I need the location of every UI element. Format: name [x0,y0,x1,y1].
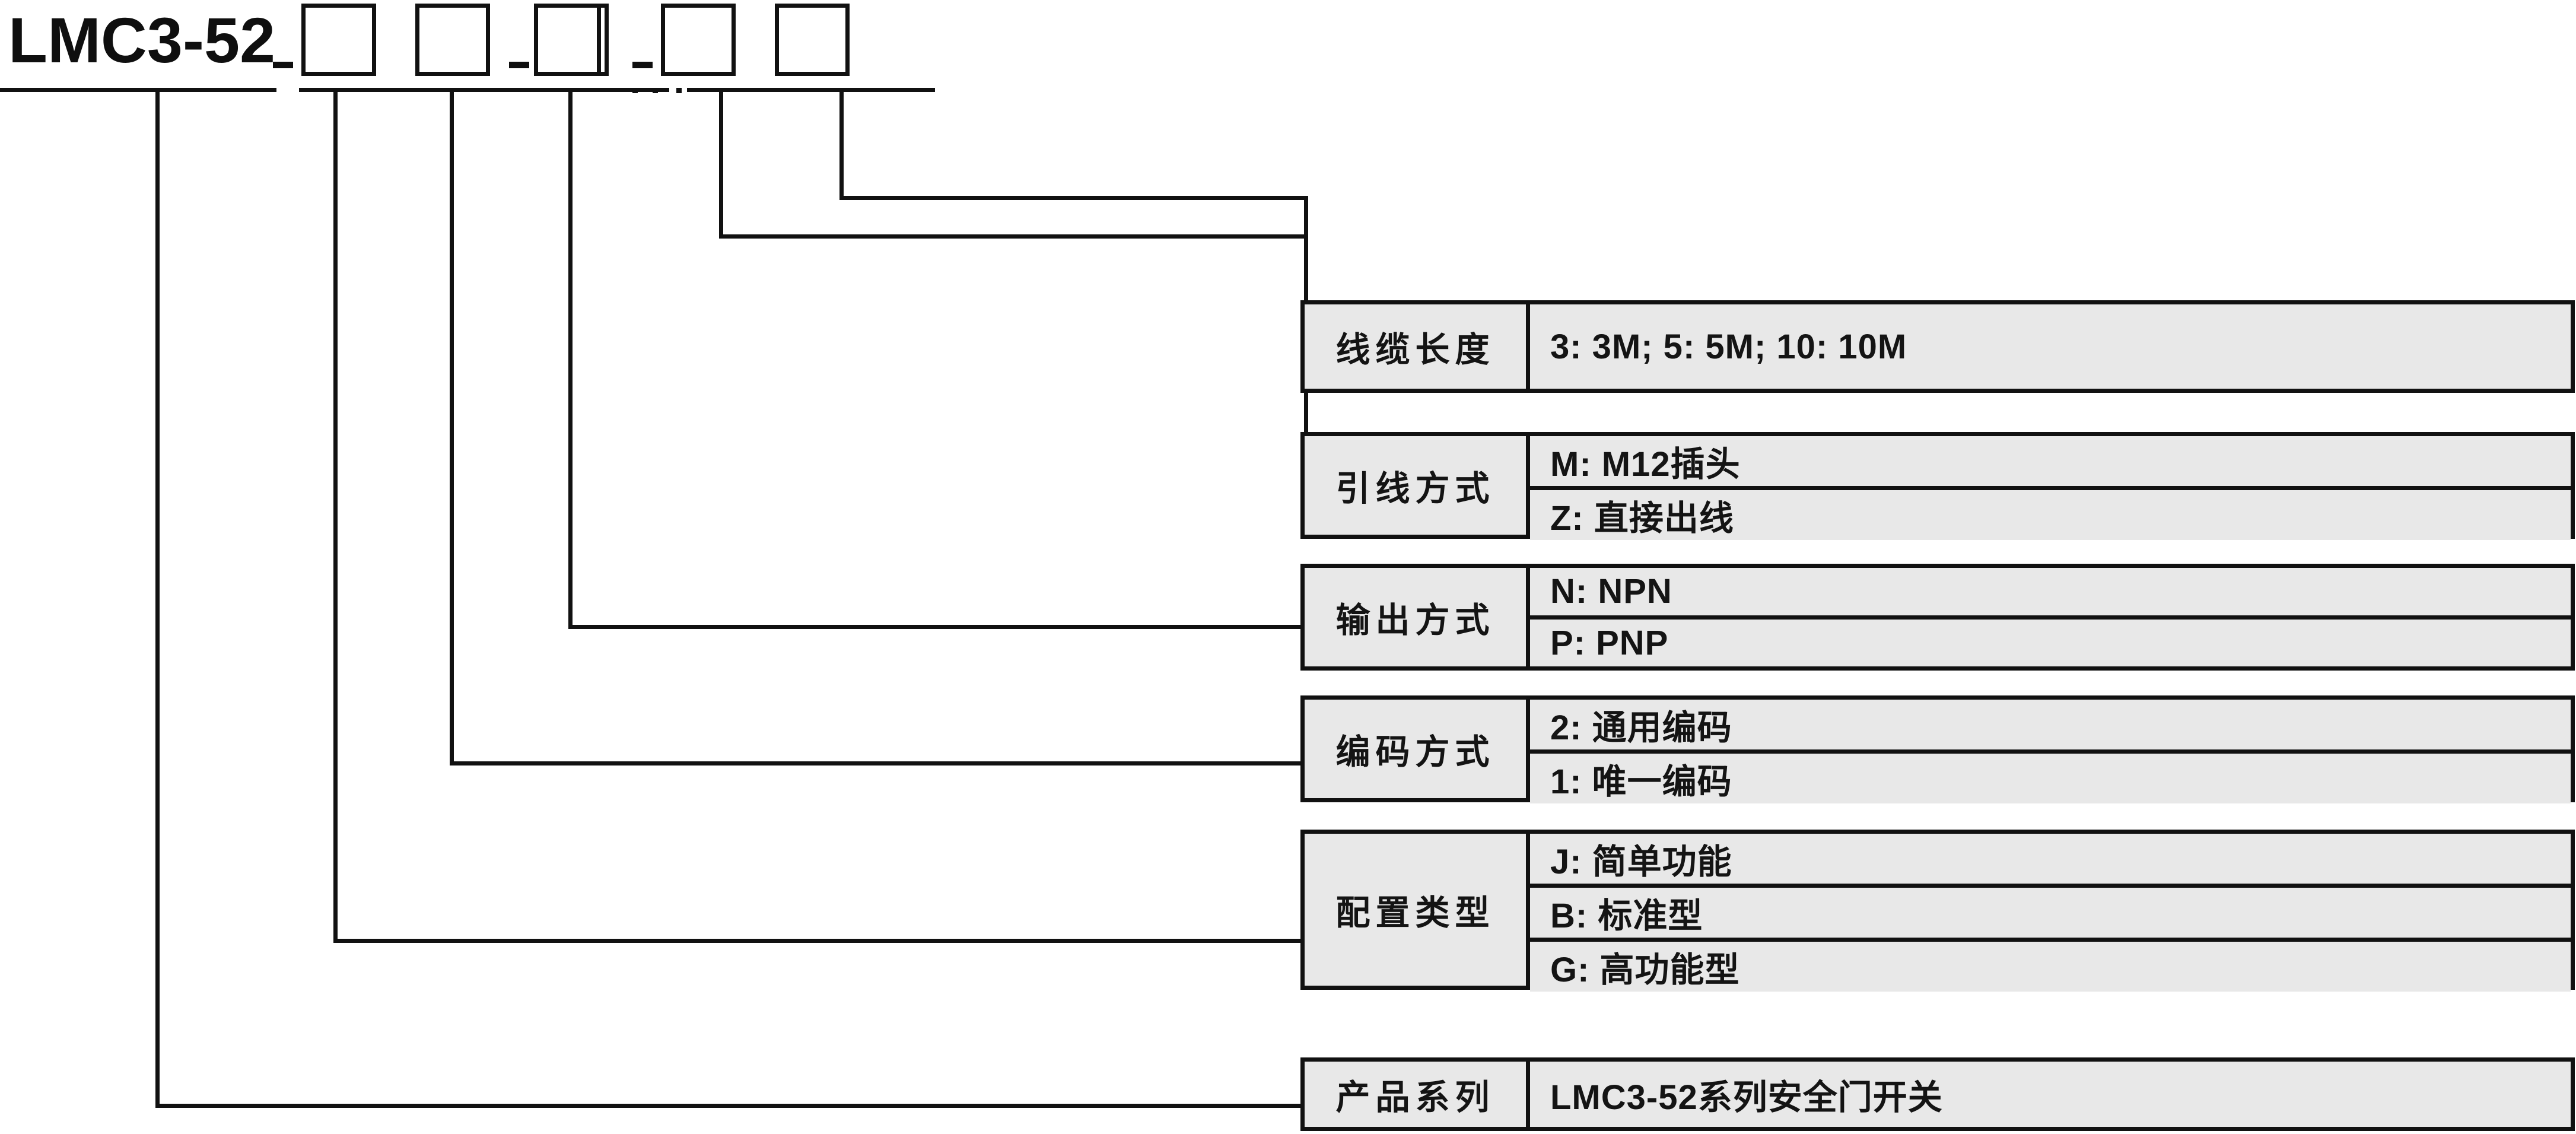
code-dash-1 [273,62,293,68]
spec-row-config-type: 配置类型 J: 简单功能 B: 标准型 G: 高功能型 [1300,830,2575,992]
code-underline-4 [687,88,815,92]
spec-value-text: J: 简单功能 [1550,843,1732,881]
spec-values-cable-length: 3: 3M; 5: 5M; 10: 10M [1530,304,2571,389]
code-underline-prefix [0,88,276,92]
leader-h-lead-type [719,234,1308,239]
spec-name-cell-lead-type: 引线方式 [1305,436,1530,535]
code-underline-1 [299,88,427,92]
leader-v-code-type [450,88,454,764]
spec-name-text: 编码方式 [1335,733,1495,771]
spec-value-row: B: 标准型 [1530,884,2571,938]
spec-name-cell-config-type: 配置类型 [1305,834,1530,986]
leader-h-output-type [568,625,1309,629]
spec-values-code-type: 2: 通用编码 1: 唯一编码 [1530,700,2571,803]
code-dash-2 [509,62,529,68]
spec-row-cable-length: 线缆长度 3: 3M; 5: 5M; 10: 10M [1300,300,2575,393]
leader-h-product-series [155,1104,1309,1108]
spec-values-output-type: N: NPN P: PNP [1530,568,2571,666]
spec-value-row: 2: 通用编码 [1530,700,2571,749]
spec-values-product-series: LMC3-52系列安全门开关 [1530,1062,2571,1127]
spec-value-text: N: NPN [1550,572,1672,611]
spec-name-text: 输出方式 [1335,601,1495,640]
spec-name-cell-output-type: 输出方式 [1305,568,1530,666]
code-underline-5 [807,88,935,92]
code-box-1[interactable] [301,4,376,76]
spec-name-cell-code-type: 编码方式 [1305,700,1530,798]
spec-value-row: 3: 3M; 5: 5M; 10: 10M [1530,304,2571,389]
spec-value-row: 1: 唯一编码 [1530,749,2571,803]
spec-value-text: B: 标准型 [1550,897,1703,935]
model-code-prefix: LMC3-52 [8,4,276,76]
spec-value-row: J: 简单功能 [1530,834,2571,884]
spec-value-text: M: M12插头 [1550,445,1741,484]
spec-row-lead-type: 引线方式 M: M12插头 Z: 直接出线 [1300,432,2575,540]
leader-v-config-type [333,88,338,942]
leader-v-product-series [155,88,160,1107]
code-underline-3 [532,88,660,92]
code-underline-gap [647,88,669,92]
leader-h-code-type [450,761,1309,765]
spec-value-row: Z: 直接出线 [1530,486,2571,540]
leader-v-cable-length [839,88,844,199]
spec-value-text: 3: 3M; 5: 5M; 10: 10M [1550,327,1907,366]
spec-value-text: Z: 直接出线 [1550,499,1734,538]
spec-row-code-type: 编码方式 2: 通用编码 1: 唯一编码 [1300,695,2575,803]
spec-value-text: P: PNP [1550,623,1669,662]
spec-name-cell-product-series: 产品系列 [1305,1062,1530,1127]
spec-value-text: G: 高功能型 [1550,951,1740,989]
leader-h-config-type [333,939,1309,943]
spec-value-row: M: M12插头 [1530,436,2571,486]
spec-value-row: P: PNP [1530,615,2571,666]
spec-value-row: N: NPN [1530,568,2571,615]
spec-name-cell-cable-length: 线缆长度 [1305,304,1530,389]
spec-name-text: 产品系列 [1335,1078,1495,1117]
leader-v-lead-type [719,88,723,237]
leader-dot-a [632,88,638,93]
spec-name-text: 引线方式 [1335,469,1495,508]
spec-value-row: G: 高功能型 [1530,938,2571,992]
leader-dot-b [653,88,658,93]
spec-value-text: 1: 唯一编码 [1550,763,1732,801]
spec-value-row: LMC3-52系列安全门开关 [1530,1062,2571,1127]
spec-name-text: 线缆长度 [1335,331,1495,369]
spec-name-text: 配置类型 [1335,894,1495,932]
spec-row-output-type: 输出方式 N: NPN P: PNP [1300,564,2575,671]
spec-value-text: 2: 通用编码 [1550,709,1732,747]
spec-values-lead-type: M: M12插头 Z: 直接出线 [1530,436,2571,540]
spec-row-product-series: 产品系列 LMC3-52系列安全门开关 [1300,1057,2575,1131]
code-box-2[interactable] [415,4,490,76]
code-dash-3 [632,62,653,68]
code-box-3[interactable] [534,4,609,76]
leader-h-cable-length [839,196,1308,200]
spec-value-text: LMC3-52系列安全门开关 [1550,1078,1943,1117]
spec-values-config-type: J: 简单功能 B: 标准型 G: 高功能型 [1530,834,2571,992]
code-underline-2 [413,88,541,92]
code-box-5[interactable] [775,4,850,76]
leader-dot-c [676,88,682,93]
code-box-4[interactable] [661,4,736,76]
leader-v-output-type [568,88,573,629]
